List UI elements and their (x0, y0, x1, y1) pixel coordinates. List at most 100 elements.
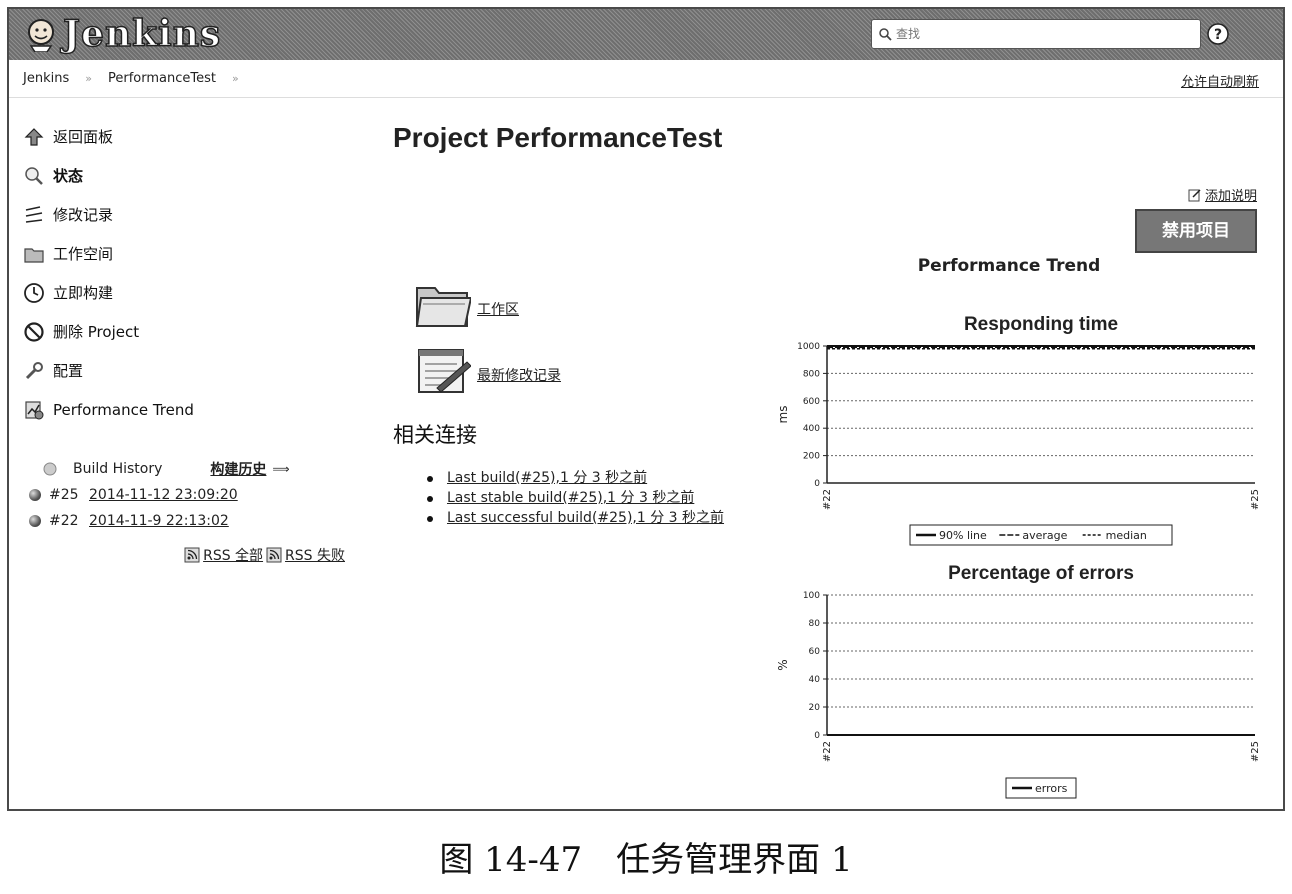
edit-icon (1188, 188, 1201, 201)
y-tick-label: 100 (803, 591, 820, 601)
x-tick-label: #22 (822, 741, 833, 762)
sidebar-item-label: 工作空间 (53, 245, 114, 263)
add-description-label: 添加说明 (1204, 189, 1257, 204)
build-date-link[interactable]: 2014-11-12 23:09:20 (89, 487, 238, 503)
legend-label: average (1022, 529, 1067, 542)
breadcrumb-item-project[interactable]: PerformanceTest (107, 71, 216, 86)
folder-icon (415, 287, 471, 327)
breadcrumb-separator: » (85, 72, 92, 85)
latest-changes-link-label[interactable]: 最新修改记录 (477, 368, 561, 384)
build-history-header: Build History 构建历史 ⟹ (23, 457, 353, 481)
help-icon[interactable]: ? (1207, 23, 1229, 45)
build-history-icon (43, 462, 57, 476)
last-stable-build-link[interactable]: Last stable build(#25),1 分 3 秒之前 (447, 490, 695, 506)
search-input[interactable] (896, 27, 1176, 41)
breadcrumb: Jenkins » PerformanceTest » (23, 71, 255, 86)
sidebar-item-label: 状态 (53, 167, 84, 185)
breadcrumb-item-jenkins[interactable]: Jenkins (23, 71, 70, 86)
add-description-link[interactable]: 添加说明 (1188, 185, 1257, 204)
x-tick-label: #25 (1250, 489, 1259, 510)
last-build-link[interactable]: Last build(#25),1 分 3 秒之前 (447, 470, 648, 486)
page-title: Project PerformanceTest (393, 122, 723, 153)
sidebar-item-label: 删除 Project (53, 323, 140, 341)
disable-project-button[interactable]: 禁用项目 (1135, 209, 1257, 253)
build-date-link[interactable]: 2014-11-9 22:13:02 (89, 513, 229, 529)
y-tick-label: 800 (803, 369, 820, 379)
header-bar: Jenkins ? (9, 9, 1283, 60)
workspace-link[interactable]: 工作区 (413, 271, 561, 337)
trend-arrow-icon: ⟹ (272, 462, 290, 476)
build-trend-link[interactable]: 构建历史 (210, 462, 267, 478)
performance-trend-title: Performance Trend (917, 256, 1101, 276)
wrench-icon (25, 361, 43, 379)
y-tick-label: 40 (809, 675, 821, 685)
svg-text:?: ? (1214, 27, 1222, 43)
latest-changes-link[interactable]: 最新修改记录 (413, 337, 561, 403)
chart-title: Responding time (964, 314, 1118, 335)
y-tick-label: 200 (803, 452, 820, 462)
jenkins-logo[interactable]: Jenkins (23, 12, 221, 56)
legend-label: median (1106, 529, 1147, 542)
chart-title: Percentage of errors (948, 563, 1134, 584)
sidebar-item-label: Performance Trend (53, 400, 194, 419)
search-icon (25, 166, 43, 185)
rss-all-link[interactable]: RSS 全部 (203, 548, 264, 564)
sidebar-item-changes[interactable]: 修改记录 (23, 195, 353, 234)
rss-icon (184, 547, 200, 563)
last-successful-build-link[interactable]: Last successful build(#25),1 分 3 秒之前 (447, 510, 725, 526)
legend-label: 90% line (939, 529, 987, 542)
build-number[interactable]: #22 (49, 513, 79, 529)
x-tick-label: #22 (822, 489, 833, 510)
y-axis-label: ms (776, 406, 790, 424)
y-tick-label: 600 (803, 397, 820, 407)
build-status-ball-icon (29, 489, 41, 501)
y-tick-label: 60 (809, 647, 821, 657)
folder-icon (24, 247, 44, 263)
list-item: Last build(#25),1 分 3 秒之前 (427, 469, 747, 488)
sidebar-item-performance-trend[interactable]: Performance Trend (23, 390, 353, 429)
no-entry-icon (24, 321, 44, 342)
build-row[interactable]: #22 2014-11-9 22:13:02 (23, 509, 353, 533)
graph-icon (25, 400, 44, 419)
legend-box (1005, 777, 1077, 799)
build-history-panel: Build History 构建历史 ⟹ #25 2014-11-12 23:0… (23, 457, 353, 565)
legend-box (909, 524, 1173, 546)
breadcrumb-separator: » (231, 72, 239, 85)
related-links-heading: 相关连接 (393, 423, 477, 447)
x-tick-label: #25 (1250, 741, 1259, 762)
main-links: 工作区 最新修改记录 (413, 271, 561, 403)
sidebar-item-delete-project[interactable]: 删除 Project (23, 312, 353, 351)
build-row[interactable]: #25 2014-11-12 23:09:20 (23, 483, 353, 507)
sidebar-item-build-now[interactable]: 立即构建 (23, 273, 353, 312)
notepad-icon (25, 205, 43, 223)
sidebar-item-label: 立即构建 (53, 284, 114, 302)
sidebar-item-status[interactable]: 状态 (23, 156, 353, 195)
rss-icon (266, 547, 282, 563)
rss-links: RSS 全部 RSS 失败 (23, 545, 345, 565)
y-tick-label: 1000 (797, 342, 820, 352)
breadcrumb-bar: Jenkins » PerformanceTest » 允许自动刷新 (9, 60, 1283, 98)
y-tick-label: 20 (809, 703, 821, 713)
sidebar-item-label: 修改记录 (53, 206, 114, 224)
sidebar-item-label: 配置 (53, 362, 84, 380)
build-number[interactable]: #25 (49, 487, 79, 503)
workspace-link-label[interactable]: 工作区 (477, 302, 519, 318)
list-item: Last successful build(#25),1 分 3 秒之前 (427, 509, 747, 528)
list-item: Last stable build(#25),1 分 3 秒之前 (427, 489, 747, 508)
percentage-of-errors-chart: Percentage of errors020406080100%#22#25e… (776, 563, 1259, 799)
sidebar-item-back-to-dashboard[interactable]: 返回面板 (23, 117, 353, 156)
auto-refresh-link[interactable]: 允许自动刷新 (1180, 75, 1259, 90)
clock-icon (24, 282, 44, 303)
related-links-list: Last build(#25),1 分 3 秒之前 Last stable bu… (427, 469, 747, 529)
up-arrow-icon (24, 127, 44, 146)
notepad-icon (418, 349, 471, 393)
search-box[interactable] (871, 19, 1201, 49)
build-history-title: Build History (73, 461, 163, 477)
y-axis-label: % (776, 659, 790, 670)
y-tick-label: 80 (809, 619, 821, 629)
sidebar-item-workspace[interactable]: 工作空间 (23, 234, 353, 273)
sidebar-item-label: 返回面板 (53, 128, 114, 146)
figure-caption: 图 14-47 任务管理界面 1 (439, 840, 853, 880)
sidebar-item-configure[interactable]: 配置 (23, 351, 353, 390)
rss-failed-link[interactable]: RSS 失败 (285, 548, 345, 564)
